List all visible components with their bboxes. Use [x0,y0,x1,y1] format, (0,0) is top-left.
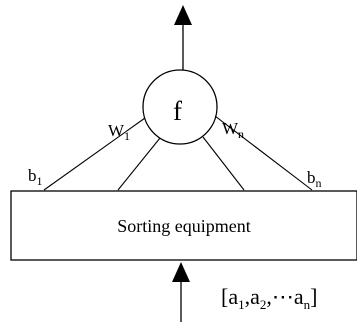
bias-label-first: b1 [28,166,43,188]
weight-label-last: Wn [222,119,244,141]
function-label: f [173,96,182,126]
sorting-equipment-box [10,190,357,261]
connection-line-b1 [43,117,146,191]
sorting-equipment-label: Sorting equipment [117,216,251,236]
output-arrow-head [174,5,192,25]
input-vector-label: [a1,a2,⋯an] [221,284,317,312]
connection-line-wn [202,136,245,191]
input-arrow-head [172,262,190,282]
connection-line-bn [214,115,313,191]
weight-label-first: W1 [108,121,130,143]
bias-label-last: bn [307,168,322,190]
function-node [142,69,218,145]
connection-line-w1 [117,137,161,191]
